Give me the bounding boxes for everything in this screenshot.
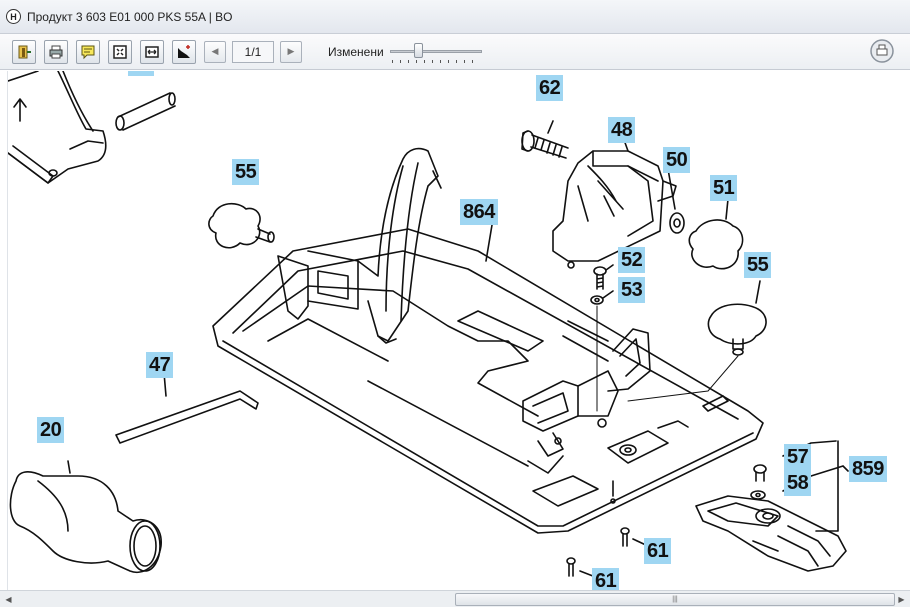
- print-button[interactable]: [44, 39, 68, 64]
- callout-57: 57: [784, 444, 812, 470]
- bolt-62-drawing: [521, 120, 569, 159]
- toolbar: ◀ 1/1 ▶ Изменени: [0, 34, 910, 70]
- exploded-view-drawing: 62 48 50 51 55 864 52 53 55 47 20 57 58 …: [7, 71, 910, 590]
- arrow-left-icon: ◀: [211, 46, 219, 56]
- screw-52-drawing: [593, 264, 614, 290]
- callout-55-right: 55: [744, 252, 772, 278]
- zoom-slider-thumb[interactable]: [413, 42, 423, 58]
- nut-53-drawing: [590, 290, 614, 412]
- adapter-20-drawing: [9, 460, 162, 573]
- previous-page-button[interactable]: ◀: [204, 40, 226, 63]
- screw-57-drawing: [753, 464, 767, 482]
- horizontal-scrollbar[interactable]: ◀ ||| ▶: [0, 590, 910, 607]
- chart-button[interactable]: [172, 39, 196, 64]
- parts-diagram: [8, 71, 849, 579]
- callout-58: 58: [784, 470, 812, 496]
- callout-864: 864: [460, 199, 498, 225]
- scroll-left-icon[interactable]: ◀: [5, 595, 12, 604]
- callout-53: 53: [618, 277, 646, 303]
- zoom-slider-ticks: [391, 59, 480, 63]
- callout-47: 47: [146, 352, 174, 378]
- print-round-icon: [870, 39, 894, 63]
- knob-51-drawing: [688, 198, 744, 270]
- callout-859: 859: [849, 456, 887, 482]
- zoom-label: Изменени: [328, 44, 384, 59]
- pin-drawing: [115, 71, 176, 131]
- callout-50: 50: [663, 147, 691, 173]
- callout-61-upper: 61: [644, 538, 672, 564]
- print-icon: [49, 45, 63, 58]
- fit-width-button[interactable]: [140, 39, 164, 64]
- exit-button[interactable]: [12, 39, 36, 64]
- bracket-48-drawing: [552, 122, 677, 269]
- callout-55-left: 55: [232, 159, 260, 185]
- window-title: Продукт 3 603 E01 000 PKS 55A | BO: [27, 9, 233, 24]
- page-indicator[interactable]: 1/1: [232, 40, 274, 63]
- callout-51: 51: [710, 175, 738, 201]
- exit-icon: [18, 45, 31, 58]
- app-logo-icon: H: [6, 9, 21, 24]
- zoom-slider-track: [389, 49, 482, 53]
- callout-62: 62: [536, 75, 564, 101]
- guide-shoe-859-drawing: [695, 495, 847, 572]
- callout-48: 48: [608, 117, 636, 143]
- knob-left-drawing: [208, 202, 275, 249]
- fit-page-button[interactable]: [108, 39, 132, 64]
- scrollbar-thumb[interactable]: |||: [455, 593, 895, 606]
- fit-page-icon: [113, 44, 127, 59]
- arrow-right-icon: ▶: [287, 46, 295, 56]
- knob-right-drawing: [627, 280, 767, 402]
- scrollbar-grip: |||: [672, 596, 678, 603]
- comment-icon: [81, 45, 95, 59]
- fit-width-icon: [145, 45, 159, 58]
- callout-20: 20: [37, 417, 65, 443]
- zoom-slider[interactable]: [389, 41, 482, 63]
- print-round-button[interactable]: [867, 37, 897, 65]
- base-plate-864-drawing: [212, 147, 764, 534]
- title-bar: H Продукт 3 603 E01 000 PKS 55A | BO: [0, 0, 910, 34]
- housing-part-drawing: [8, 71, 107, 184]
- washer-50-drawing: [667, 168, 685, 234]
- next-page-button[interactable]: ▶: [280, 40, 302, 63]
- chart-icon: [178, 44, 190, 58]
- callout-52: 52: [618, 247, 646, 273]
- callout-61-lower: 61: [592, 568, 620, 590]
- comment-button[interactable]: [76, 39, 100, 64]
- washer-58-drawing: [750, 490, 766, 500]
- allen-key-47-drawing: [115, 360, 259, 444]
- scroll-right-icon[interactable]: ▶: [898, 595, 905, 604]
